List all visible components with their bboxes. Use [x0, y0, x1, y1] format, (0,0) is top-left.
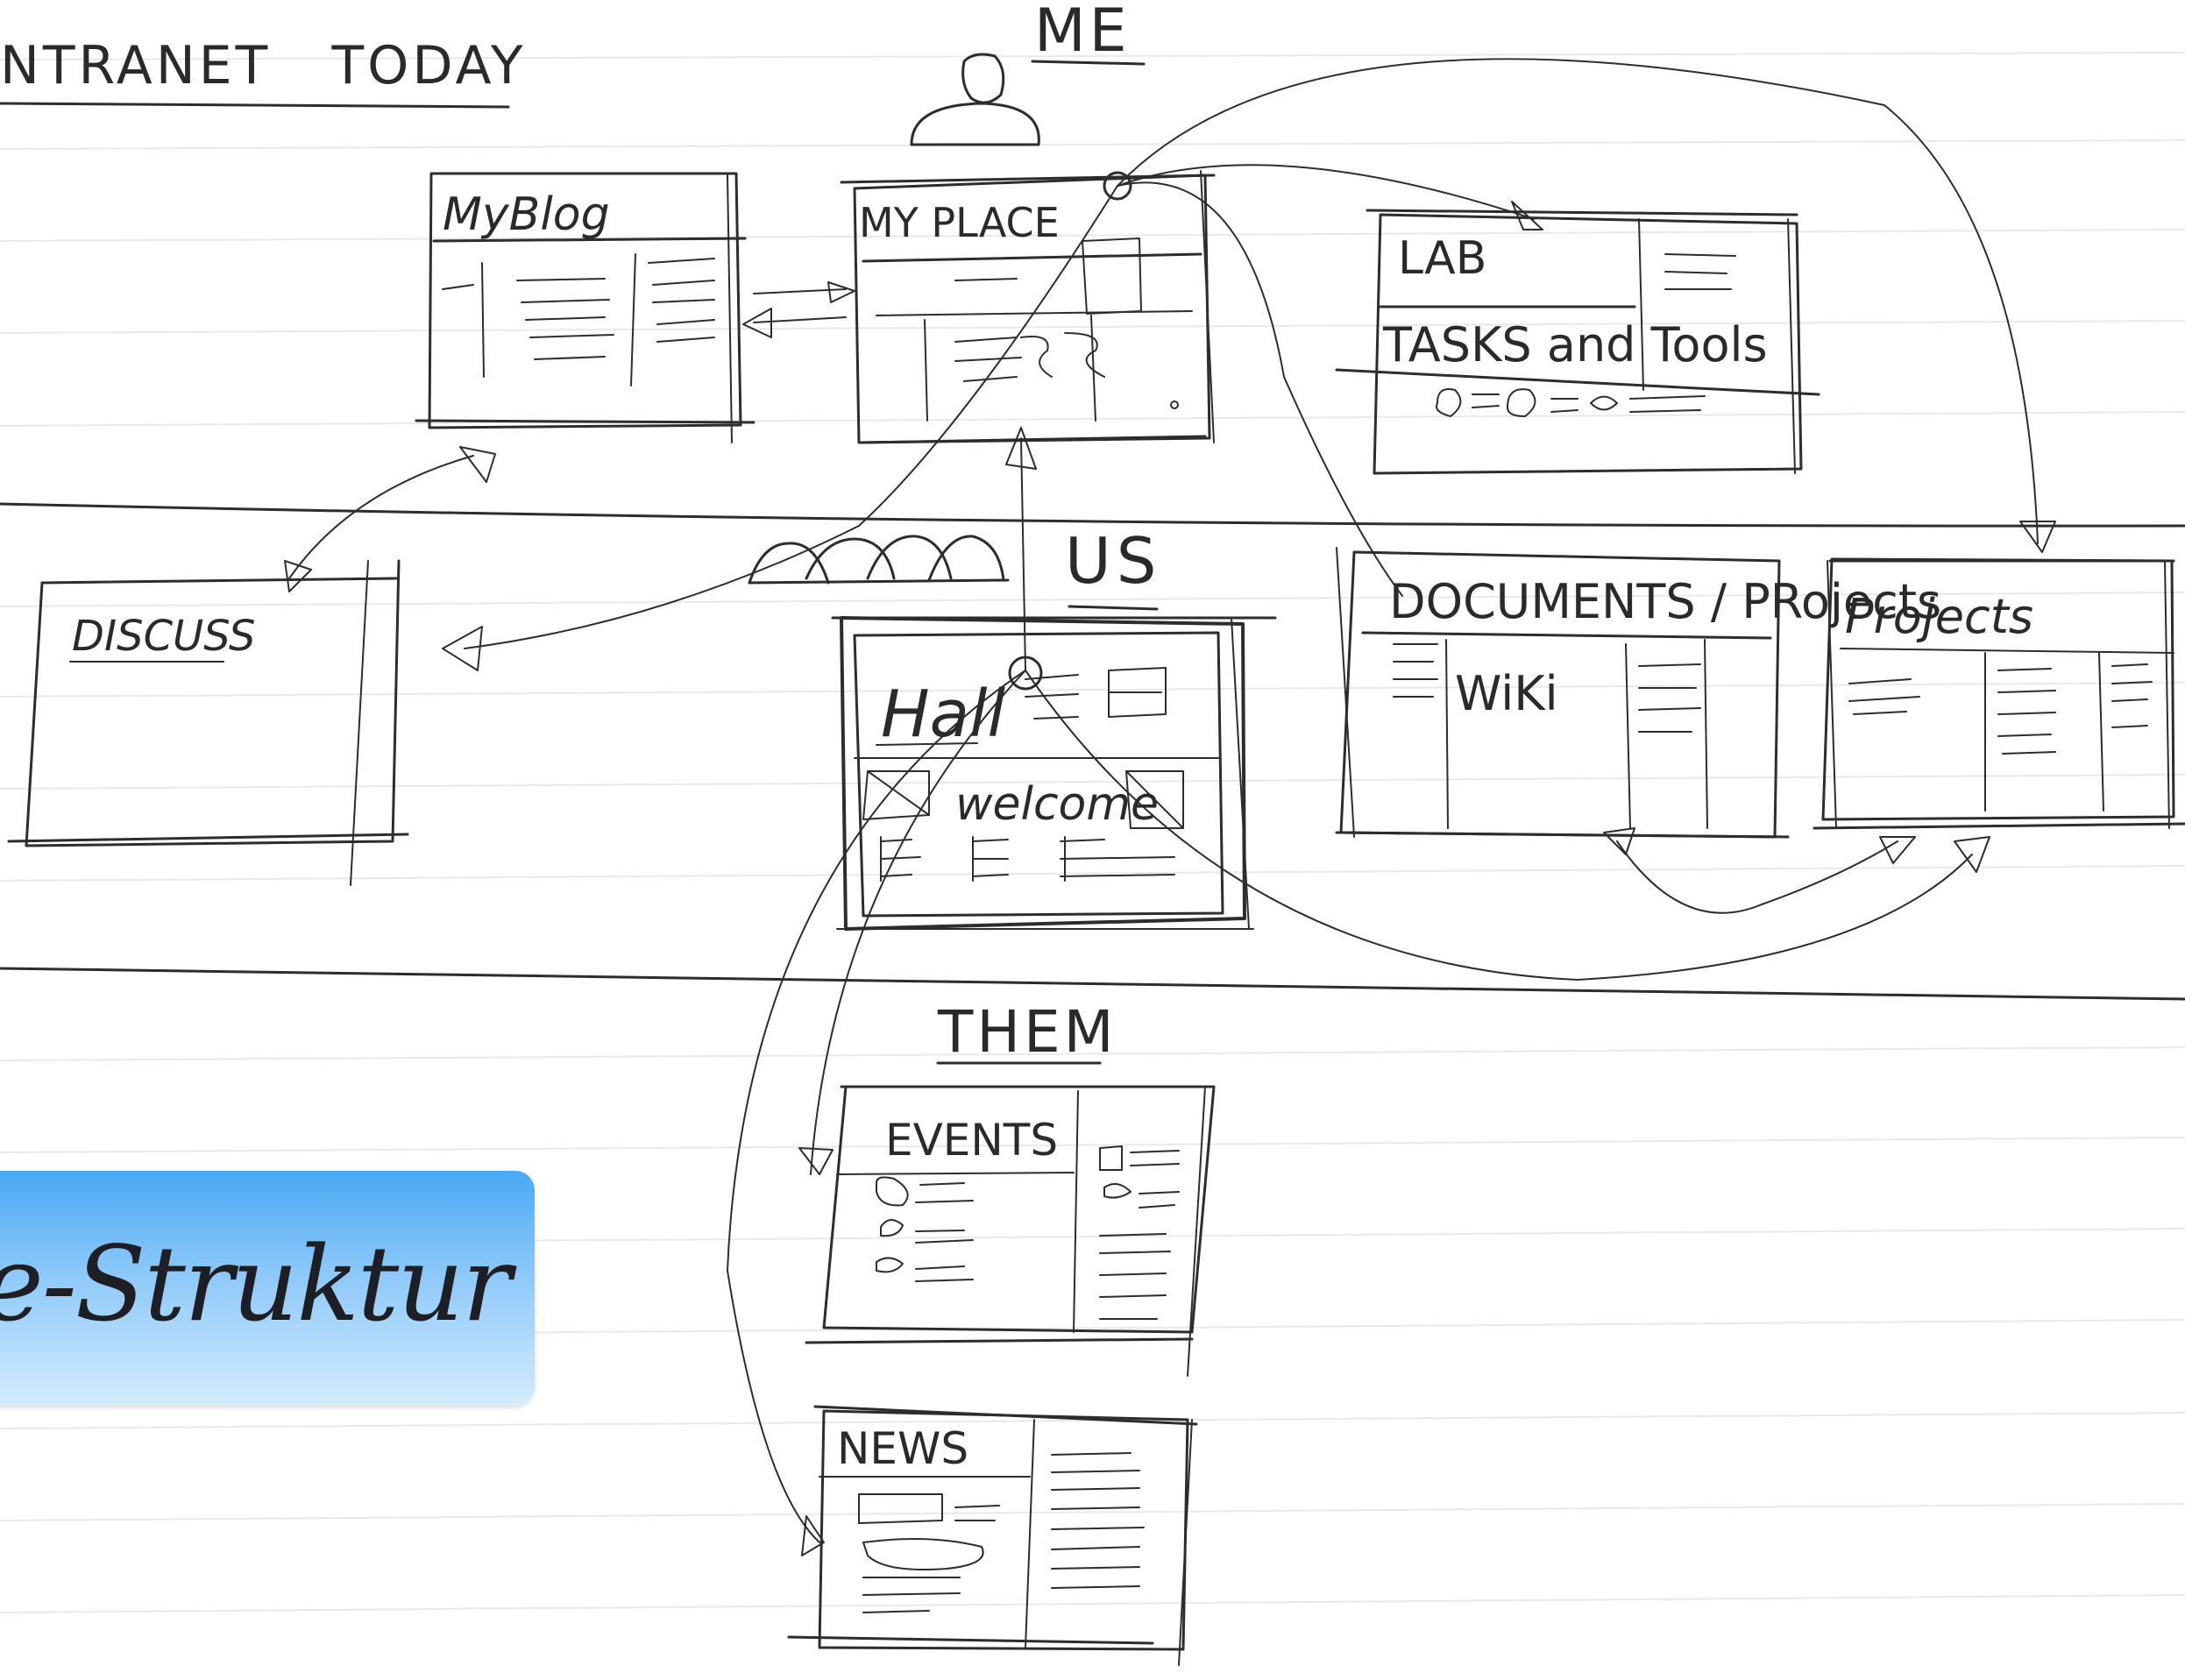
documents-page: [1335, 547, 1790, 839]
arrow-myplace-to-documents: [1117, 181, 1403, 597]
lab-title: LAB: [1398, 232, 1486, 285]
us-label-underline: [1068, 605, 1159, 611]
me-label-underline: [1031, 60, 1146, 66]
section-banner: [0, 1171, 535, 1406]
myplace-page: [840, 170, 1216, 444]
section-banner-title: e-Struktur: [0, 1223, 512, 1344]
myplace-hub-node: [1103, 171, 1132, 201]
news-page: [787, 1405, 1198, 1666]
zone-separator-us-them: [0, 967, 2185, 1001]
events-page: [805, 1085, 1216, 1377]
hall-hub-node: [1008, 656, 1043, 691]
connection-arrows: [284, 58, 2056, 1556]
hall-title: Hall: [881, 677, 1006, 752]
wiki-label: WiKi: [1455, 666, 1558, 721]
discuss-page: [7, 559, 409, 886]
arrow-myplace-to-projects: [1117, 58, 2039, 544]
news-title: NEWS: [837, 1423, 968, 1474]
hall-page: [831, 616, 1277, 931]
projects-title: Projects: [1845, 589, 2033, 644]
arrow-myplace-to-discuss: [464, 185, 1118, 649]
me-person-icon: [910, 53, 1040, 146]
myplace-title: MY PLACE: [859, 199, 1060, 246]
arrow-hall-to-projects: [1025, 670, 1973, 981]
header-underline: [0, 102, 510, 109]
myblog-title: MyBlog: [443, 188, 610, 241]
arrow-myblog-discuss: [288, 455, 474, 579]
events-title: EVENTS: [885, 1115, 1058, 1166]
zone-label-us: US: [1065, 524, 1161, 598]
arrow-hall-to-myplace: [1020, 437, 1026, 671]
arrow-documents-projects: [1616, 840, 1898, 914]
tasks-tools-label: TASKS and Tools: [1382, 317, 1768, 372]
projects-page: [1813, 557, 2185, 830]
welcome-label: welcome: [955, 778, 1159, 831]
documents-title: DOCUMENTS / PRojects: [1389, 574, 1941, 629]
arrow-myplace-to-lab: [1117, 164, 1535, 220]
myblog-page: [415, 172, 756, 443]
discuss-title: DISCUSS: [72, 612, 255, 661]
lab-page: [1335, 209, 1820, 475]
arrow-myblog-to-myplace: [753, 288, 847, 294]
us-group-icon: [748, 535, 1010, 585]
zone-separator-me-us: [0, 502, 2185, 528]
header-title: NTRANET TODAY: [0, 35, 527, 96]
arrow-myplace-to-myblog: [753, 316, 847, 323]
arrow-hall-to-news: [727, 670, 1026, 1543]
zone-label-them: THEM: [937, 998, 1117, 1066]
zone-label-me: ME: [1034, 0, 1131, 66]
arrow-hall-to-events: [810, 670, 1026, 1175]
